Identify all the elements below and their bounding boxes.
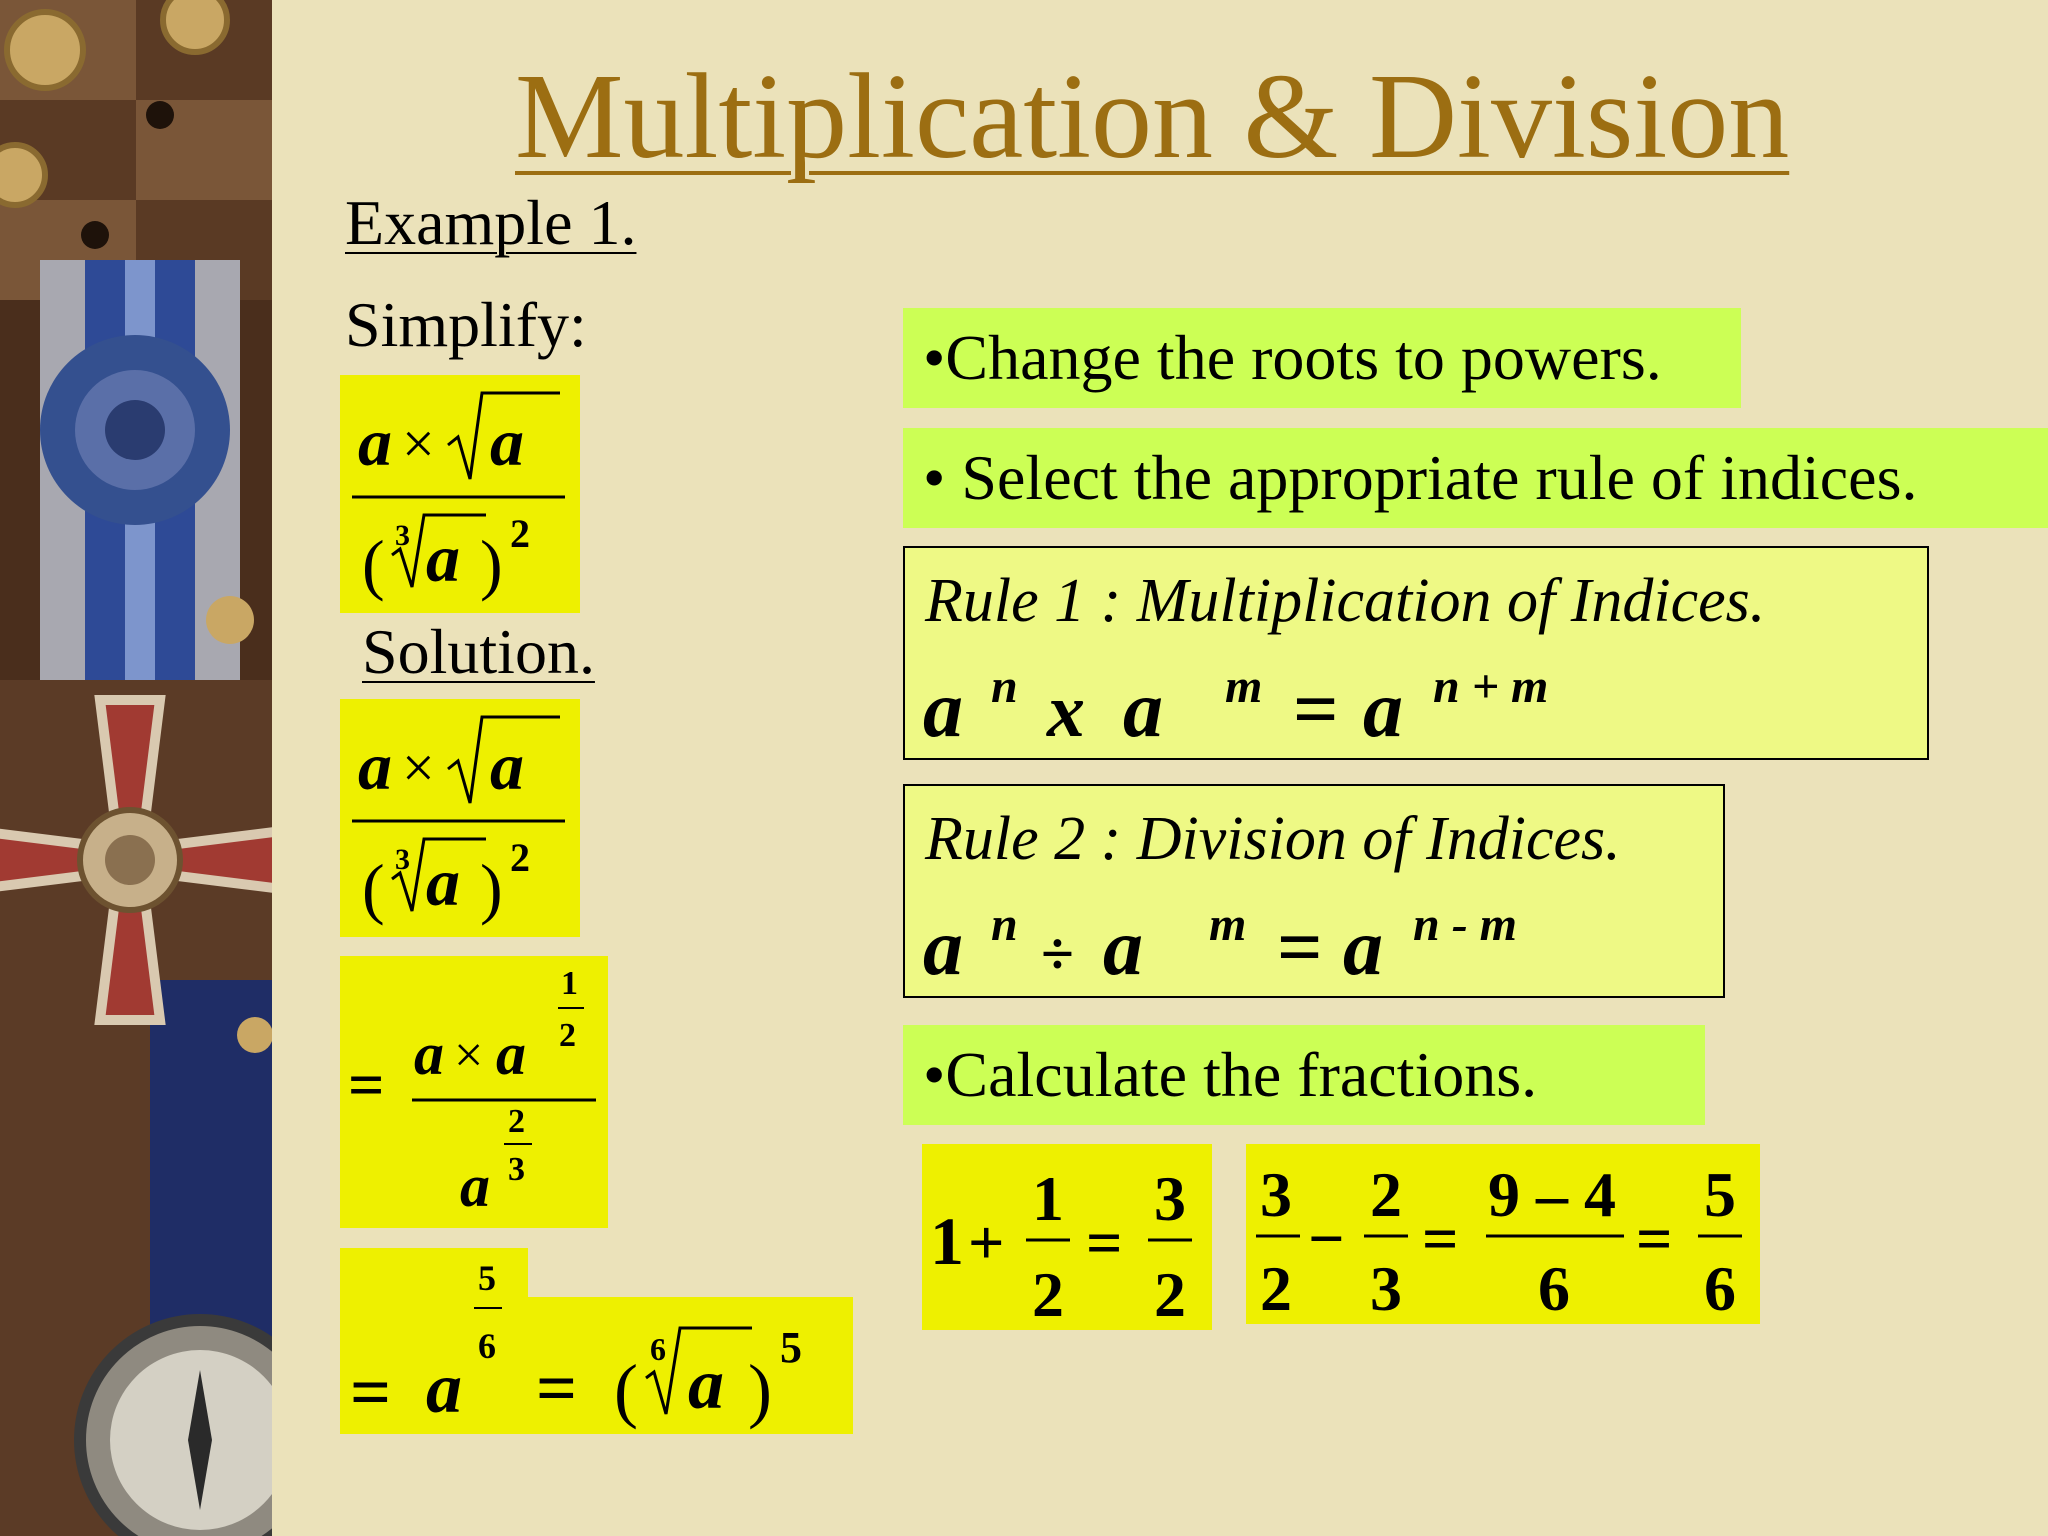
svg-text:3: 3 xyxy=(508,1151,525,1188)
svg-text:=: = xyxy=(536,1348,577,1428)
svg-text:2: 2 xyxy=(1032,1259,1064,1330)
solution-label: Solution. xyxy=(362,616,595,687)
svg-text:+: + xyxy=(968,1207,1004,1278)
simplify-expression: a × a ( 3 a ) 2 xyxy=(340,375,580,613)
svg-text:=: = xyxy=(348,1049,384,1120)
svg-text:n - m: n - m xyxy=(1413,898,1517,951)
svg-text:÷: ÷ xyxy=(1041,921,1074,987)
svg-text:(: ( xyxy=(614,1350,638,1430)
svg-text:m: m xyxy=(1225,660,1262,713)
simplify-label: Simplify: xyxy=(345,289,587,360)
slide-title: Multiplication & Division xyxy=(515,49,1790,184)
final-answer-math: = a 5 6 = ( 6 a ) 5 xyxy=(340,1248,853,1434)
rule-2-box: Rule 2 : Division of Indices. a n ÷ a m … xyxy=(903,784,1725,998)
svg-text:a: a xyxy=(358,404,392,480)
svg-text:3: 3 xyxy=(1154,1163,1186,1234)
svg-text:a: a xyxy=(1103,904,1143,992)
svg-text:×: × xyxy=(402,411,435,476)
svg-text:(: ( xyxy=(362,526,385,602)
svg-text:a: a xyxy=(490,404,524,480)
svg-text:a: a xyxy=(923,904,963,992)
svg-text:2: 2 xyxy=(510,835,530,880)
bullet-calculate-fractions: •Calculate the fractions. xyxy=(903,1025,1705,1125)
svg-text:2: 2 xyxy=(1370,1159,1402,1230)
svg-text:2: 2 xyxy=(559,1017,576,1054)
svg-text:=: = xyxy=(1422,1203,1458,1274)
svg-text:x: x xyxy=(1046,669,1085,753)
svg-text:n: n xyxy=(991,660,1018,713)
fraction-difference: 3 2 − 2 3 = 9 – 4 6 = 5 6 xyxy=(1246,1144,1760,1324)
svg-text:=: = xyxy=(1277,904,1323,992)
svg-text:): ) xyxy=(480,850,503,926)
svg-text:a: a xyxy=(1123,666,1163,754)
svg-text:a: a xyxy=(358,728,392,804)
svg-text:=: = xyxy=(1636,1203,1672,1274)
decorative-photo-strip xyxy=(0,0,272,1536)
rule-2-formula: a n ÷ a m = a n - m xyxy=(923,898,1517,992)
final-answer xyxy=(340,1248,528,1434)
svg-text:1: 1 xyxy=(561,965,578,1002)
svg-text:5: 5 xyxy=(1704,1159,1736,1230)
svg-text:a: a xyxy=(688,1344,724,1424)
svg-text:3: 3 xyxy=(1370,1253,1402,1324)
svg-text:): ) xyxy=(748,1350,772,1430)
svg-text:3: 3 xyxy=(1260,1159,1292,1230)
rule-1-formula: a n x a m = a n + m xyxy=(923,660,1548,754)
svg-text:a: a xyxy=(490,728,524,804)
svg-text:a: a xyxy=(426,1348,462,1428)
rule-2-title: Rule 2 : Division of Indices. xyxy=(925,805,1621,873)
svg-text:−: − xyxy=(1308,1203,1344,1274)
bullet-select-rule: • Select the appropriate rule of indices… xyxy=(903,428,2048,528)
svg-text:3: 3 xyxy=(395,519,410,552)
example-label: Example 1. xyxy=(345,187,637,258)
rule-1-title: Rule 1 : Multiplication of Indices. xyxy=(925,567,1766,635)
svg-text:6: 6 xyxy=(1704,1253,1736,1324)
svg-text:a: a xyxy=(1363,666,1403,754)
bullet-change-roots: •Change the roots to powers. xyxy=(903,308,1741,408)
svg-text:×: × xyxy=(454,1027,483,1084)
svg-text:a: a xyxy=(1343,904,1383,992)
svg-text:=: = xyxy=(1086,1207,1122,1278)
fraction-sum: 1 + 1 2 = 3 2 xyxy=(922,1144,1212,1330)
svg-text:): ) xyxy=(480,526,503,602)
svg-text:2: 2 xyxy=(1260,1253,1292,1324)
svg-text:5: 5 xyxy=(780,1323,802,1372)
svg-text:n + m: n + m xyxy=(1433,660,1548,713)
svg-text:2: 2 xyxy=(510,511,530,556)
svg-text:3: 3 xyxy=(395,843,410,876)
final-answer-extension xyxy=(528,1297,853,1434)
svg-text:m: m xyxy=(1209,898,1246,951)
svg-text:1: 1 xyxy=(930,1203,964,1279)
medal-icon xyxy=(0,0,272,1536)
svg-text:6: 6 xyxy=(1538,1253,1570,1324)
svg-text:6: 6 xyxy=(650,1331,666,1367)
solution-expression: a × a ( 3 a ) 2 xyxy=(340,699,580,937)
svg-text:2: 2 xyxy=(1154,1259,1186,1330)
svg-text:(: ( xyxy=(362,850,385,926)
svg-text:=: = xyxy=(1293,666,1339,754)
svg-text:a: a xyxy=(496,1021,526,1087)
svg-text:×: × xyxy=(402,735,435,800)
powers-expression: = a × a 1 2 a 2 3 xyxy=(340,956,608,1228)
svg-text:=: = xyxy=(350,1352,391,1432)
svg-text:5: 5 xyxy=(478,1258,496,1298)
rule-1-box: Rule 1 : Multiplication of Indices. a n … xyxy=(903,546,1929,760)
svg-text:9 – 4: 9 – 4 xyxy=(1488,1159,1616,1230)
svg-text:a: a xyxy=(923,666,963,754)
svg-text:1: 1 xyxy=(1032,1163,1064,1234)
svg-text:2: 2 xyxy=(508,1103,525,1140)
svg-text:a: a xyxy=(426,844,460,920)
svg-text:6: 6 xyxy=(478,1326,496,1366)
svg-text:a: a xyxy=(426,520,460,596)
svg-text:n: n xyxy=(991,898,1018,951)
svg-text:a: a xyxy=(460,1153,490,1219)
svg-text:a: a xyxy=(414,1021,444,1087)
